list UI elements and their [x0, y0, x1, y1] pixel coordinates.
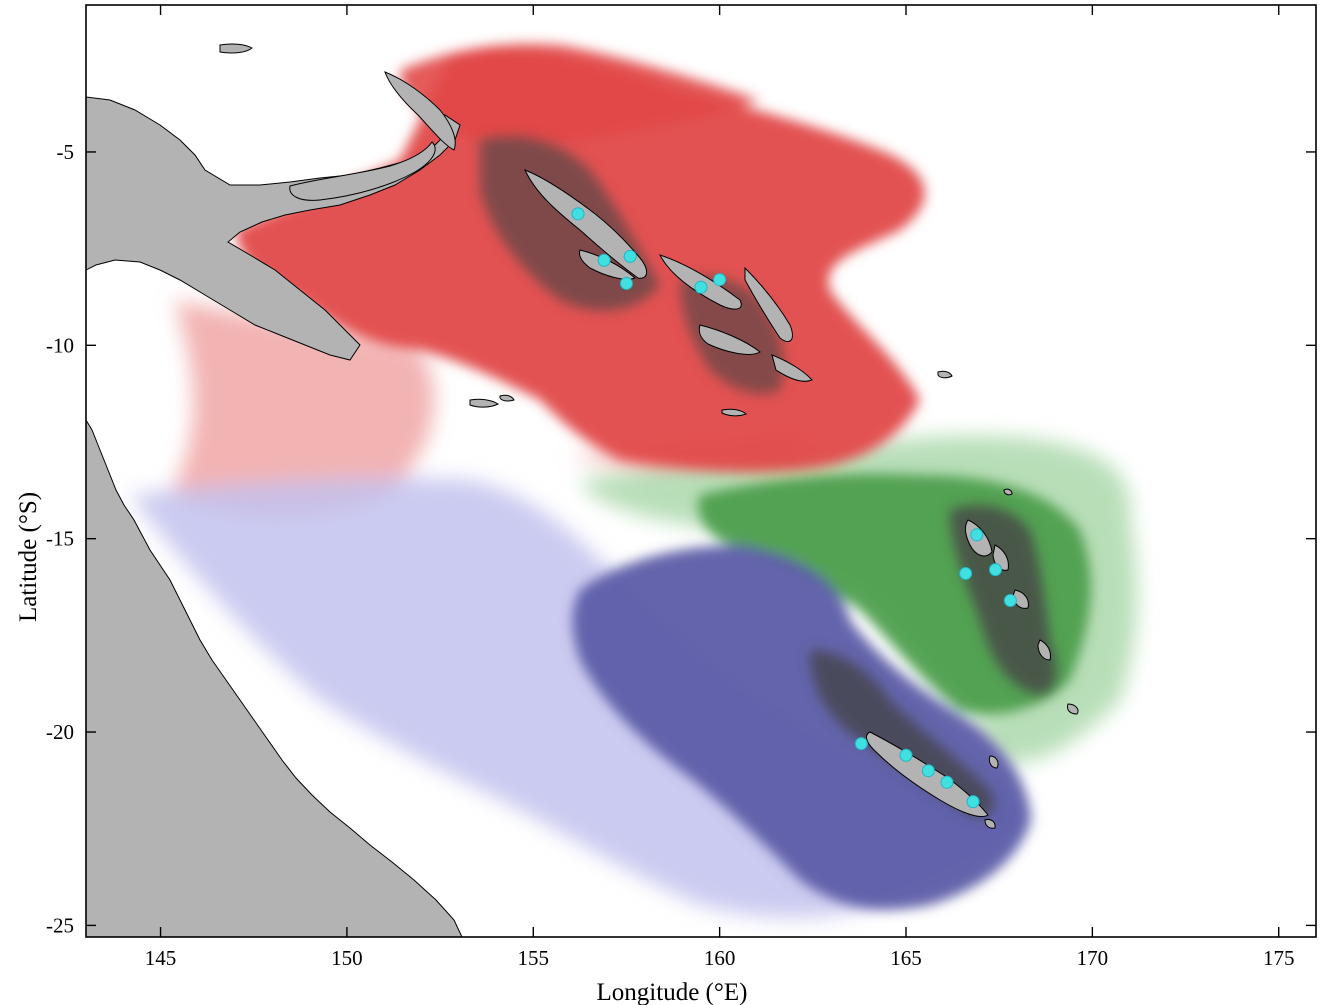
- x-tick-label-4: 165: [890, 946, 922, 970]
- x-tick-label-0: 145: [145, 946, 177, 970]
- y-tick-label-0: -5: [57, 140, 75, 164]
- bougainville-island: [524, 169, 647, 279]
- x-tick-label-5: 170: [1077, 946, 1109, 970]
- vanuatu-banks-islands: [1003, 488, 1013, 496]
- santa-cruz-island: [937, 370, 953, 379]
- y-axis-title: Latitude (°S): [15, 492, 42, 622]
- x-tick-label-2: 155: [518, 946, 550, 970]
- x-axis-title: Longitude (°E): [597, 979, 748, 1005]
- x-tick-label-3: 160: [704, 946, 736, 970]
- vanuatu-aneityum: [1067, 703, 1079, 715]
- loyalty-islands: [988, 755, 999, 769]
- x-tick-label-1: 150: [331, 946, 363, 970]
- y-tick-label-4: -25: [46, 913, 74, 937]
- guadalcanal-island: [698, 324, 761, 355]
- y-tick-label-1: -10: [46, 333, 74, 357]
- malaita-island: [744, 266, 793, 342]
- release-sites: [571, 207, 1017, 809]
- louisiade-islands: [469, 398, 499, 408]
- release-site-7: [988, 563, 1002, 577]
- release-site-1: [597, 253, 611, 267]
- x-axis: 145 150 155 160 165 170 175: [145, 5, 1295, 970]
- new-britain-island: [289, 141, 436, 201]
- solomon-plume-north: [400, 43, 760, 144]
- plot-frame: [85, 4, 1317, 938]
- release-site-5: [713, 273, 727, 287]
- new-ireland-island: [384, 71, 456, 151]
- release-site-6: [970, 528, 984, 542]
- y-tick-label-2: -15: [46, 527, 74, 551]
- makira-island: [771, 354, 813, 382]
- release-site-2: [623, 249, 637, 263]
- solomon-core-east: [680, 276, 784, 394]
- release-site-8: [959, 566, 973, 580]
- y-axis: -5 -10 -15 -20 -25: [46, 140, 1316, 937]
- new-guinea-landmass: [86, 96, 461, 361]
- louisiade-islands-2: [499, 394, 515, 402]
- release-site-14: [966, 795, 980, 809]
- release-site-0: [571, 207, 585, 221]
- solomon-faint-plume: [170, 300, 435, 517]
- x-tick-label-6: 175: [1263, 946, 1295, 970]
- release-site-11: [899, 748, 913, 762]
- isle-of-pines: [984, 819, 996, 829]
- vanuatu-tanna: [1037, 639, 1051, 661]
- release-site-12: [921, 764, 935, 778]
- release-site-3: [619, 276, 633, 290]
- y-tick-label-3: -20: [46, 720, 74, 744]
- rennell-island: [721, 408, 747, 417]
- release-site-13: [940, 775, 954, 789]
- release-site-9: [1003, 594, 1017, 608]
- australia-landmass: [86, 419, 463, 937]
- release-site-4: [694, 280, 708, 294]
- release-site-10: [854, 737, 868, 751]
- newcaledonia-plume: [572, 545, 1030, 910]
- newcaledonia-core: [810, 650, 994, 817]
- manus-island: [219, 43, 253, 54]
